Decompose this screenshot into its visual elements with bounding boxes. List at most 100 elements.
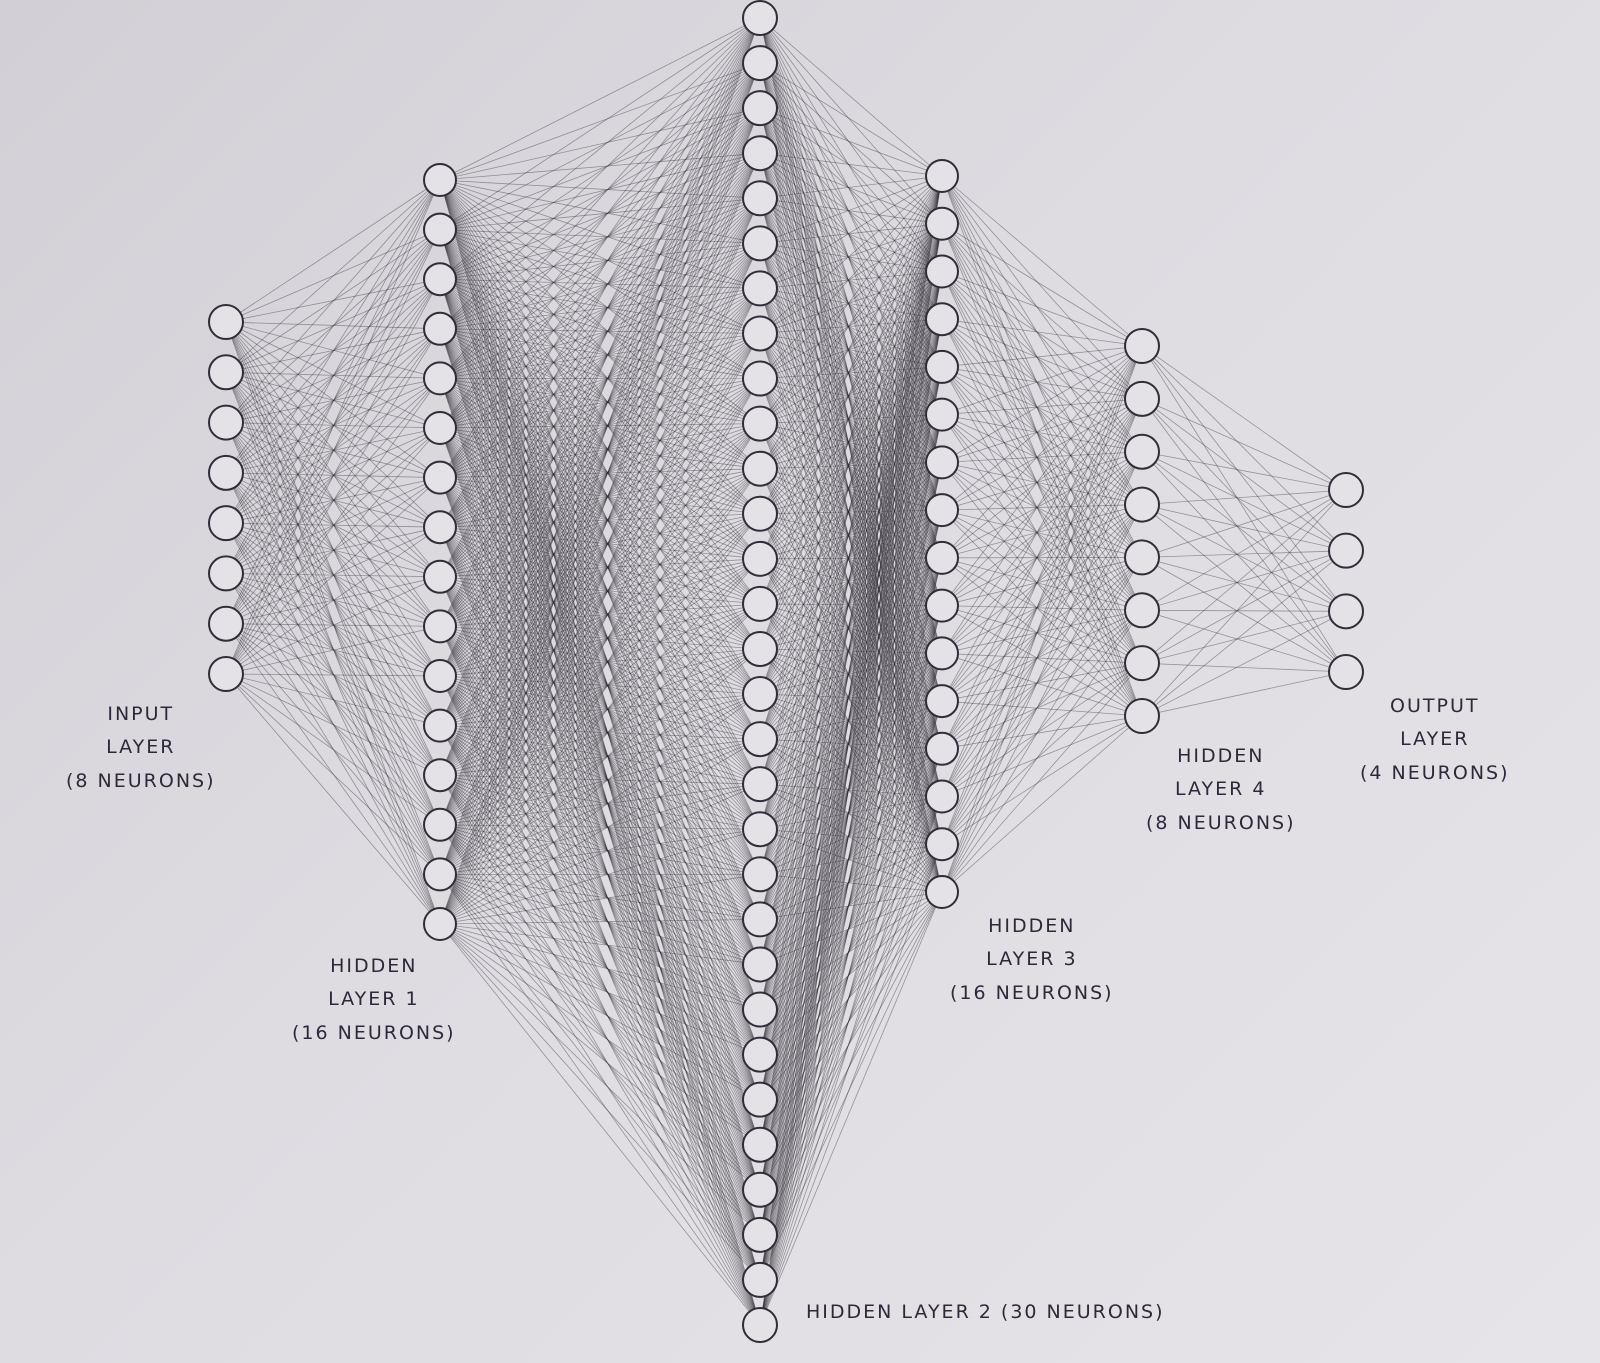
connection-hidden-2-22-to-hidden-3-8 xyxy=(759,509,943,965)
connection-hidden-2-14-to-hidden-3-13 xyxy=(759,603,943,750)
connection-hidden-3-2-to-hidden-4-1 xyxy=(941,223,1143,347)
connection-hidden-2-13-to-hidden-3-10 xyxy=(759,558,943,606)
connection-hidden-2-29-to-hidden-3-6 xyxy=(759,414,943,1281)
neuron-hidden-4-6 xyxy=(1124,592,1160,629)
neuron-hidden-3-4 xyxy=(925,302,959,337)
connection-hidden-2-30-to-hidden-3-12 xyxy=(759,700,943,1326)
connection-hidden-1-9-to-hidden-2-28 xyxy=(439,576,761,1236)
connection-hidden-1-1-to-hidden-2-24 xyxy=(439,179,761,1055)
connection-hidden-1-13-to-hidden-2-24 xyxy=(439,774,761,1055)
connection-hidden-2-1-to-hidden-3-15 xyxy=(759,17,943,845)
connection-hidden-1-7-to-hidden-2-26 xyxy=(439,477,761,1145)
connection-hidden-3-13-to-hidden-4-4 xyxy=(941,504,1143,750)
connection-hidden-1-12-to-hidden-2-12 xyxy=(439,513,761,726)
connection-input-3-to-hidden-1-2 xyxy=(225,229,441,423)
connection-hidden-2-10-to-hidden-3-3 xyxy=(759,271,943,424)
connection-hidden-2-8-to-hidden-3-1 xyxy=(759,175,943,334)
neuron-input-4 xyxy=(208,454,244,491)
connection-hidden-2-21-to-hidden-3-10 xyxy=(759,605,943,920)
connection-hidden-1-3-to-hidden-2-9 xyxy=(439,278,761,379)
connection-hidden-1-8-to-hidden-2-19 xyxy=(439,526,761,830)
connection-hidden-2-13-to-hidden-3-6 xyxy=(759,414,943,560)
connection-hidden-2-12-to-hidden-3-1 xyxy=(759,175,943,514)
connection-input-8-to-hidden-1-10 xyxy=(225,626,441,675)
connection-hidden-1-15-to-hidden-2-9 xyxy=(439,378,761,875)
connection-hidden-2-2-to-hidden-3-1 xyxy=(759,62,943,177)
connection-hidden-3-7-to-hidden-4-3 xyxy=(941,451,1143,463)
connection-hidden-1-14-to-hidden-2-26 xyxy=(439,824,761,1146)
connection-hidden-2-2-to-hidden-3-11 xyxy=(759,62,943,654)
connection-hidden-2-3-to-hidden-3-5 xyxy=(759,107,943,368)
connection-hidden-2-16-to-hidden-3-5 xyxy=(759,366,943,695)
neuron-hidden-2-3 xyxy=(742,90,778,127)
connection-input-4-to-hidden-1-4 xyxy=(225,328,441,474)
connection-hidden-2-9-to-hidden-3-15 xyxy=(759,378,943,845)
connection-hidden-3-7-to-hidden-4-7 xyxy=(941,462,1143,664)
connection-hidden-1-5-to-hidden-2-16 xyxy=(439,378,761,695)
neuron-hidden-4-1 xyxy=(1124,328,1160,364)
connection-hidden-1-15-to-hidden-2-24 xyxy=(439,874,761,1055)
connection-hidden-2-24-to-hidden-3-15 xyxy=(759,844,943,1055)
connection-hidden-1-12-to-hidden-2-20 xyxy=(439,725,761,875)
connection-hidden-2-26-to-hidden-3-2 xyxy=(759,223,943,1145)
connection-hidden-4-7-to-output-1 xyxy=(1141,489,1347,664)
connection-hidden-1-4-to-hidden-2-27 xyxy=(439,328,761,1190)
connection-hidden-1-6-to-hidden-2-27 xyxy=(439,427,761,1190)
connection-hidden-1-15-to-hidden-2-12 xyxy=(439,513,761,875)
connection-hidden-2-9-to-hidden-3-7 xyxy=(759,378,943,463)
connection-hidden-1-4-to-hidden-2-20 xyxy=(439,328,761,875)
connection-hidden-1-15-to-hidden-2-11 xyxy=(439,468,761,875)
connection-hidden-2-29-to-hidden-3-14 xyxy=(759,796,943,1281)
connection-hidden-2-21-to-hidden-3-14 xyxy=(759,796,943,920)
connection-hidden-2-3-to-hidden-3-15 xyxy=(759,108,943,845)
connection-hidden-3-16-to-hidden-4-1 xyxy=(941,345,1143,893)
connection-input-6-to-hidden-1-4 xyxy=(225,328,441,574)
connection-hidden-2-19-to-hidden-3-12 xyxy=(759,700,943,830)
connection-input-5-to-hidden-1-11 xyxy=(225,522,441,677)
connection-hidden-1-10-to-hidden-2-8 xyxy=(439,333,761,627)
connection-hidden-2-5-to-hidden-3-15 xyxy=(759,198,943,845)
connection-hidden-1-11-to-hidden-2-5 xyxy=(439,198,761,677)
connection-hidden-2-5-to-hidden-3-6 xyxy=(759,198,943,415)
connection-hidden-1-15-to-hidden-2-28 xyxy=(439,874,761,1236)
connection-hidden-2-25-to-hidden-3-7 xyxy=(759,462,943,1100)
connection-input-6-to-hidden-1-13 xyxy=(225,573,441,776)
connection-hidden-1-10-to-hidden-2-7 xyxy=(439,288,761,627)
connection-hidden-2-6-to-hidden-3-3 xyxy=(759,242,943,272)
connection-input-5-to-hidden-1-12 xyxy=(225,522,441,726)
neuron-hidden-3-14 xyxy=(925,779,959,814)
connection-hidden-1-14-to-hidden-2-13 xyxy=(439,558,761,826)
connection-hidden-2-1-to-hidden-3-2 xyxy=(759,17,943,224)
connection-hidden-1-6-to-hidden-2-21 xyxy=(439,427,761,920)
connection-hidden-1-2-to-hidden-2-20 xyxy=(439,229,761,875)
connection-hidden-2-11-to-hidden-3-2 xyxy=(759,223,943,469)
input-layer-label-line-1: INPUT xyxy=(107,703,175,725)
connection-hidden-3-12-to-hidden-4-6 xyxy=(941,609,1143,702)
connection-hidden-4-7-to-output-4 xyxy=(1141,662,1347,673)
connection-input-2-to-hidden-1-6 xyxy=(225,371,441,429)
connection-input-4-to-hidden-1-12 xyxy=(225,472,441,726)
connection-hidden-2-17-to-hidden-3-8 xyxy=(759,509,943,740)
hidden-layer-3-label: HIDDEN LAYER 3 (16 NEURONS) xyxy=(950,910,1114,1010)
connection-hidden-2-4-to-hidden-3-8 xyxy=(759,153,943,511)
connection-hidden-4-8-to-output-1 xyxy=(1141,489,1347,717)
connection-hidden-2-8-to-hidden-3-7 xyxy=(759,333,943,463)
connection-hidden-2-13-to-hidden-3-2 xyxy=(759,223,943,560)
connection-hidden-2-3-to-hidden-3-2 xyxy=(759,107,943,225)
connection-hidden-2-17-to-hidden-3-9 xyxy=(759,557,943,740)
connection-hidden-1-16-to-hidden-2-21 xyxy=(439,918,761,925)
connection-hidden-3-13-to-hidden-4-3 xyxy=(941,451,1143,750)
connection-hidden-1-1-to-hidden-2-30 xyxy=(439,179,761,1326)
connection-hidden-1-2-to-hidden-2-23 xyxy=(439,229,761,1010)
connection-hidden-1-2-to-hidden-2-18 xyxy=(439,229,761,785)
connection-hidden-1-2-to-hidden-2-7 xyxy=(439,229,761,289)
connection-hidden-2-30-to-hidden-3-5 xyxy=(759,366,943,1326)
connection-hidden-2-28-to-hidden-3-11 xyxy=(759,653,943,1235)
connection-hidden-1-2-to-hidden-2-9 xyxy=(439,229,761,379)
input-layer-label: INPUT LAYER (8 NEURONS) xyxy=(66,698,216,798)
connection-hidden-3-4-to-hidden-4-5 xyxy=(941,318,1143,558)
connection-hidden-1-16-to-hidden-2-22 xyxy=(439,923,761,965)
connection-input-3-to-hidden-1-14 xyxy=(225,422,441,825)
connection-input-7-to-hidden-1-5 xyxy=(225,378,441,624)
connection-hidden-1-14-to-hidden-2-28 xyxy=(439,824,761,1236)
